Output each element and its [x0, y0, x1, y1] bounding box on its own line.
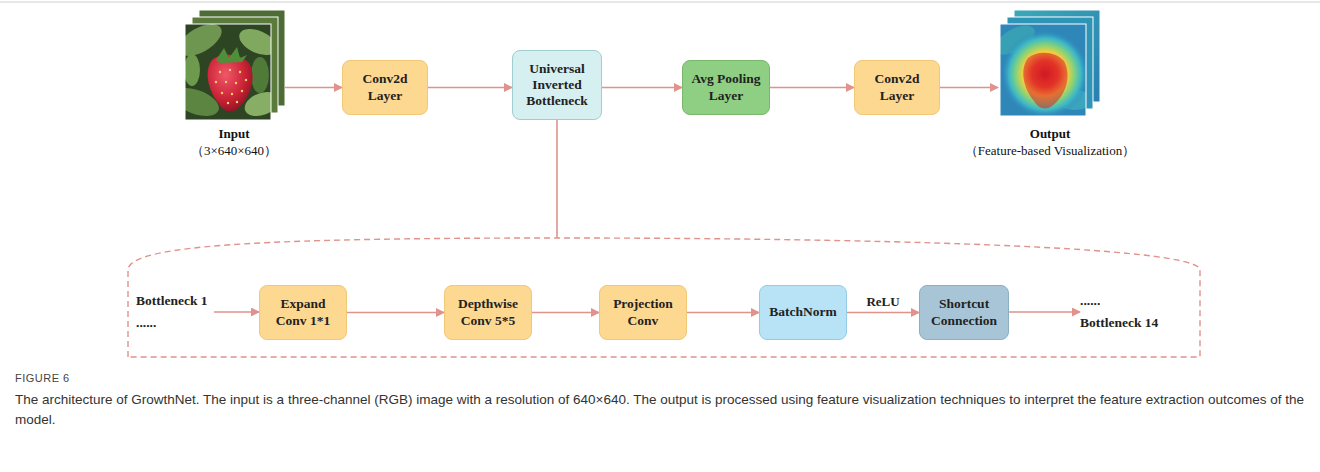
- image-frame: [1000, 24, 1086, 116]
- node-text: Depthwise Conv 5*5: [445, 296, 531, 328]
- node-label: Conv2d Layer: [347, 71, 423, 103]
- strawberry: [208, 55, 253, 112]
- shortcut-box: Shortcut Connection: [919, 285, 1009, 340]
- conv-box: Expand Conv 1*1: [259, 285, 347, 340]
- output-heatmap-stack: [990, 10, 1100, 118]
- flow-arrow: [602, 87, 682, 89]
- input-image-stack: [169, 10, 285, 121]
- strawberry-photo: [185, 24, 271, 120]
- node-label: Depthwise Conv 5*5: [449, 296, 527, 328]
- heat-blob: [1001, 30, 1086, 116]
- image-frame: [185, 24, 271, 120]
- strawberry-trace: [1023, 53, 1067, 109]
- conv-box: Projection Conv: [599, 285, 687, 340]
- node-label: Avg Pooling Layer: [687, 71, 765, 103]
- top-rule: [0, 2, 1320, 3]
- image-note: （Feature-based Visualization）: [965, 143, 1135, 160]
- leaf: [251, 57, 269, 93]
- norm-box: BatchNorm: [759, 285, 847, 340]
- flow-arrow: [940, 87, 998, 89]
- flow-arrow: [770, 87, 854, 89]
- node-label: Expand Conv 1*1: [264, 296, 342, 328]
- node-text: Projection Conv: [600, 296, 686, 328]
- flow-arrow: [428, 87, 512, 89]
- output-image: Output（Feature-based Visualization）: [998, 6, 1102, 122]
- layer-box: Conv2d Layer: [342, 60, 428, 115]
- node-text: Universal Inverted Bottleneck: [513, 61, 601, 110]
- flow-arrow: [687, 312, 759, 314]
- detail-bracket: [128, 238, 1200, 357]
- image-title: Input: [191, 126, 277, 143]
- node-text: ......Bottleneck 14: [1080, 290, 1172, 335]
- node-text: Shortcut Connection: [920, 296, 1008, 328]
- node-label: Bottleneck 1: [136, 290, 214, 312]
- image-title: Output: [965, 126, 1135, 143]
- edge-label: ReLU: [864, 294, 901, 310]
- image-note: （3×640×640）: [191, 143, 277, 160]
- heatmap: [1000, 24, 1086, 116]
- bottleneck-label: Bottleneck 1......: [136, 290, 214, 334]
- node-label: Shortcut Connection: [924, 296, 1004, 328]
- node-label: Universal Inverted Bottleneck: [517, 61, 597, 110]
- node-text: Conv2d Layer: [343, 71, 427, 103]
- expand-line: [556, 120, 558, 238]
- node-text: Bottleneck 1......: [136, 290, 214, 335]
- node-label: Projection Conv: [604, 296, 682, 328]
- figure-caption: The architecture of GrowthNet. The input…: [15, 390, 1305, 429]
- flow-arrow: [347, 312, 444, 314]
- input-image: Input（3×640×640）: [183, 8, 285, 122]
- flow-arrow: [847, 312, 919, 314]
- bottleneck-box: Universal Inverted Bottleneck: [512, 50, 602, 120]
- image-caption: Output（Feature-based Visualization）: [965, 126, 1135, 160]
- calyx: [216, 47, 247, 63]
- flow-arrow: [214, 311, 259, 313]
- bottleneck-label: ......Bottleneck 14: [1080, 290, 1172, 334]
- conv-box: Depthwise Conv 5*5: [444, 285, 532, 340]
- image-caption: Input（3×640×640）: [191, 126, 277, 160]
- node-text: Expand Conv 1*1: [260, 296, 346, 328]
- node-text: BatchNorm: [760, 304, 846, 320]
- flow-arrow: [285, 87, 342, 89]
- node-text: Conv2d Layer: [855, 71, 939, 103]
- figure-number: FIGURE 6: [15, 372, 70, 384]
- flow-arrow: [532, 312, 599, 314]
- leaf: [235, 24, 271, 60]
- seeds: [215, 69, 247, 104]
- leaf: [185, 54, 200, 86]
- node-label: ......: [136, 312, 214, 334]
- node-label: Conv2d Layer: [859, 71, 935, 103]
- layer-box: Conv2d Layer: [854, 60, 940, 115]
- node-label: ......: [1080, 290, 1172, 312]
- pooling-box: Avg Pooling Layer: [682, 60, 770, 115]
- node-text: Avg Pooling Layer: [683, 71, 769, 103]
- flow-arrow: [1009, 311, 1080, 313]
- node-label: BatchNorm: [764, 304, 842, 320]
- node-label: Bottleneck 14: [1080, 312, 1172, 334]
